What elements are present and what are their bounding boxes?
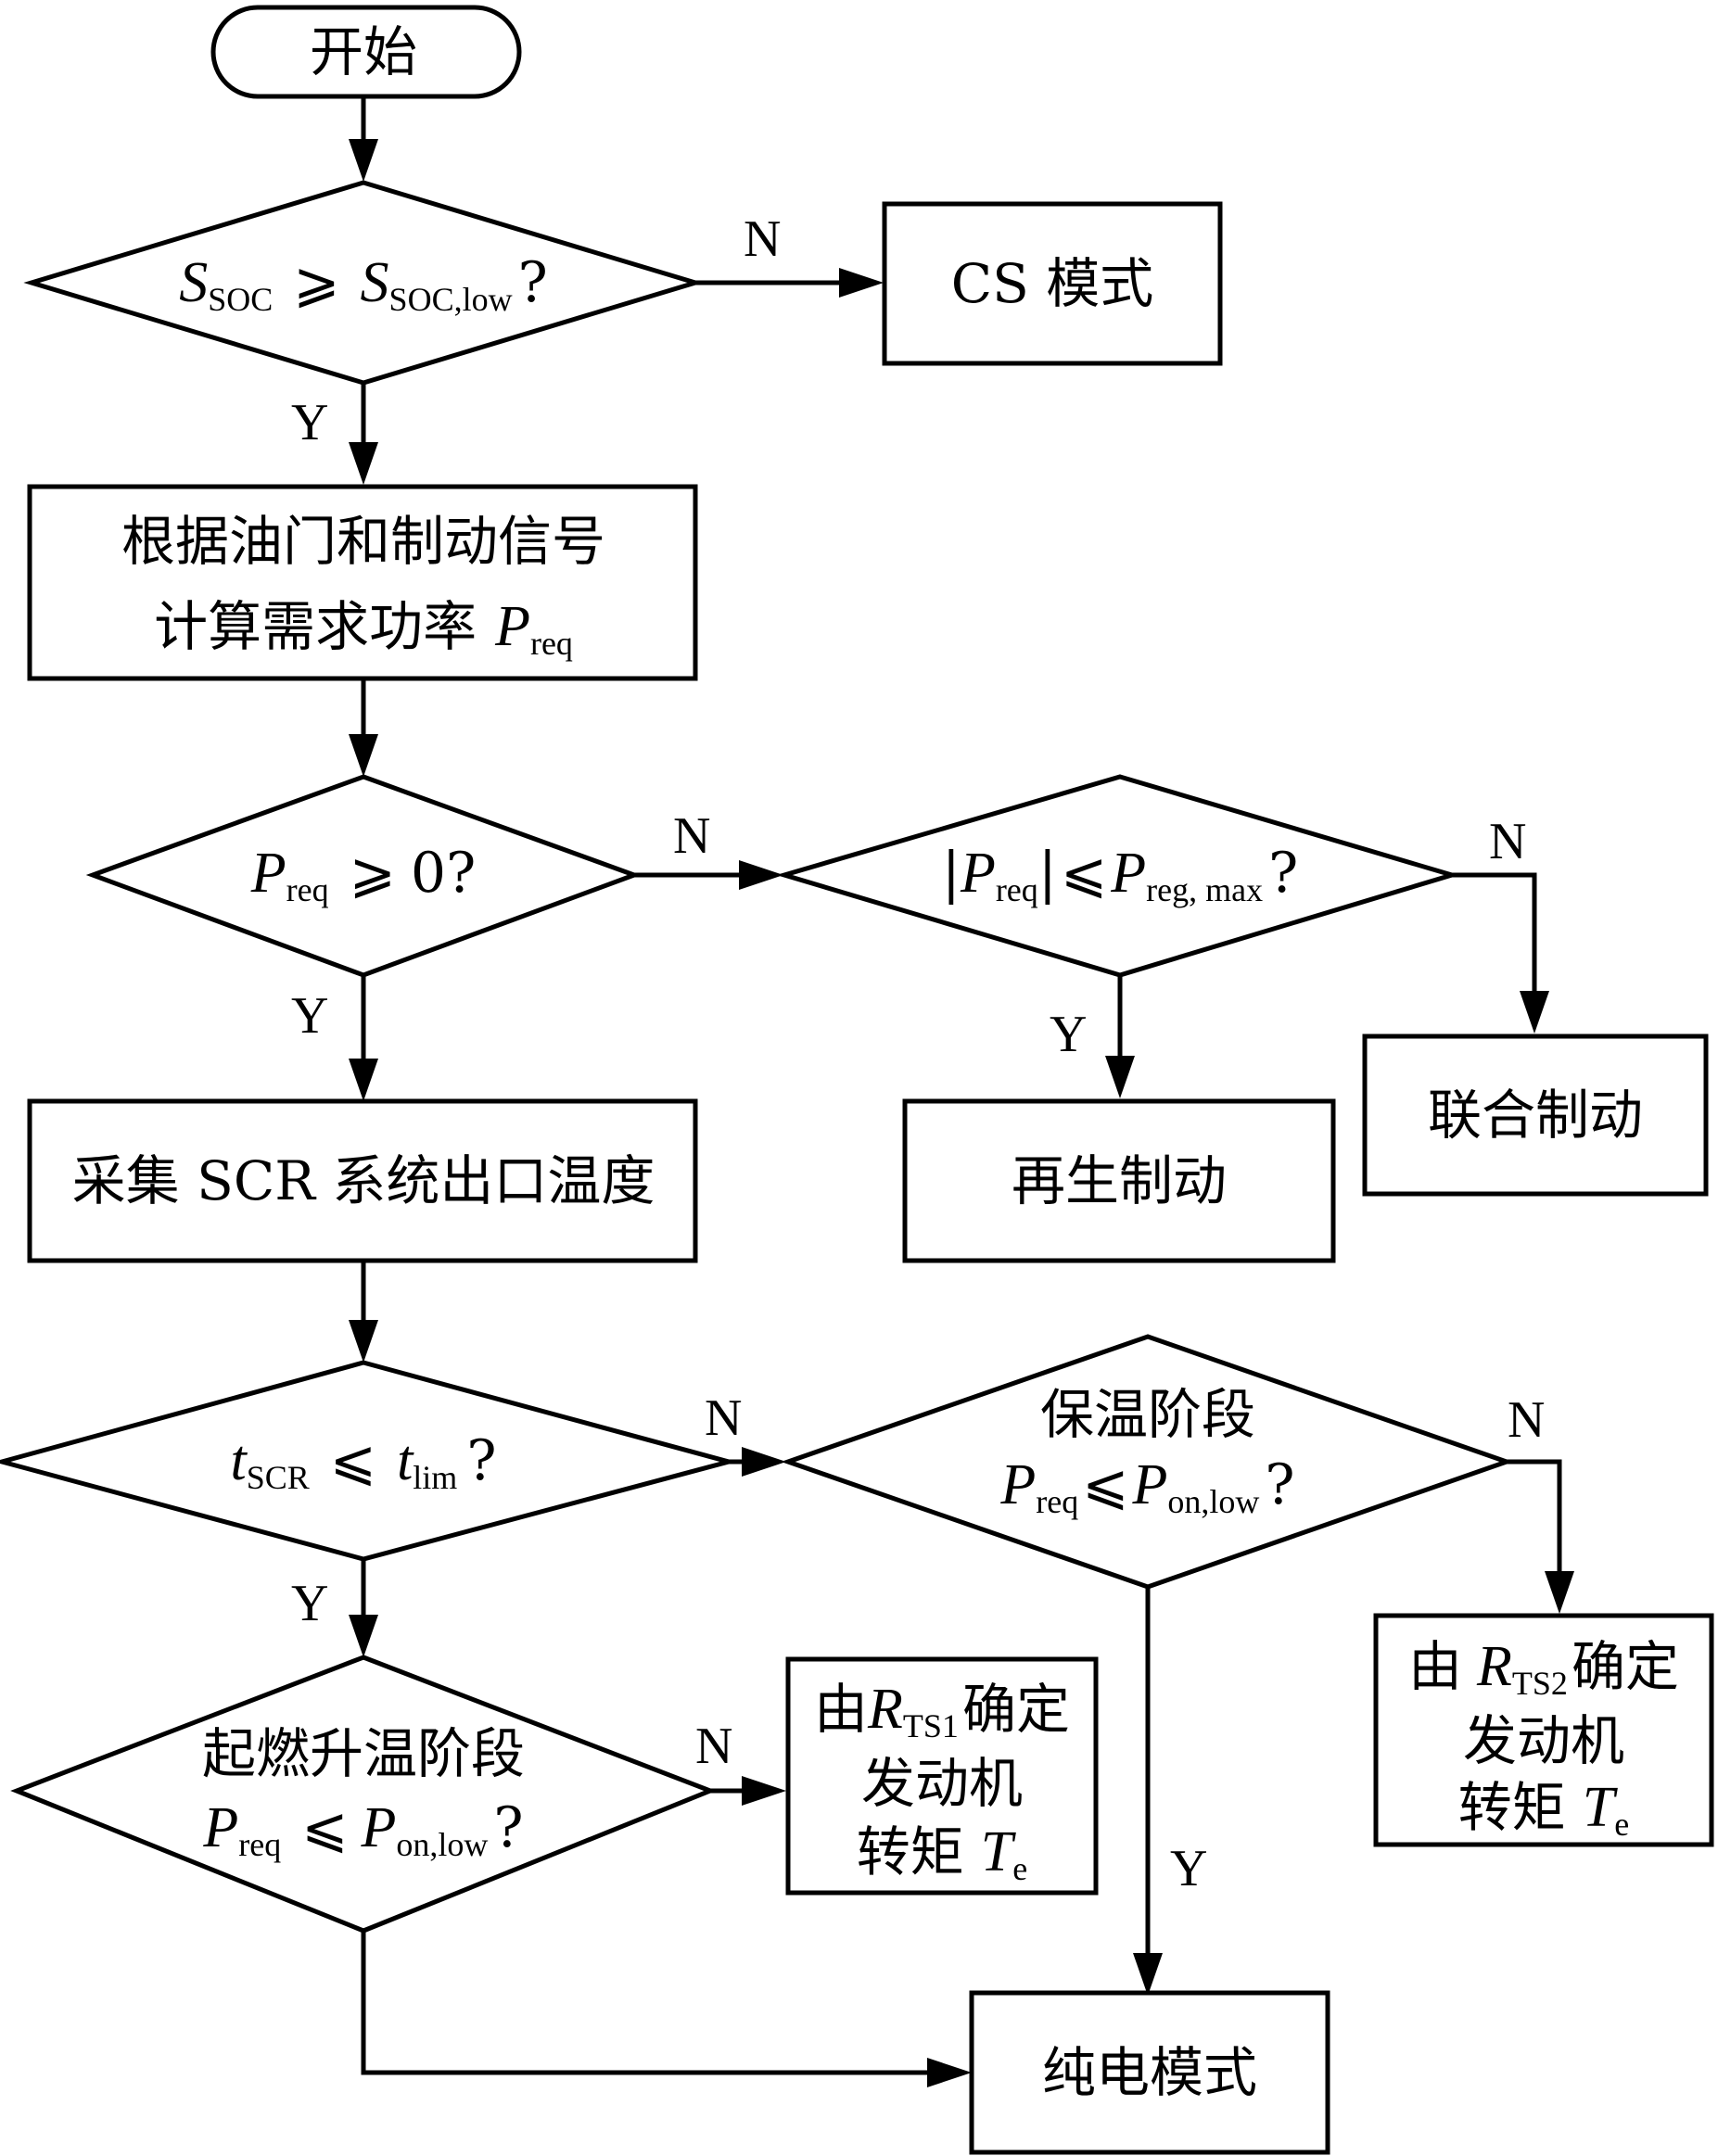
ignite-decision: 起燃升温阶段 Preq⩽Pon,low? [10,1655,717,1934]
ignite-condition: Preq⩽Pon,low? [202,1795,523,1863]
calc-power-line1: 根据油门和制动信号 [121,510,605,573]
ev-mode-label: 纯电模式 [1042,2041,1257,2104]
label-no-regen: N [1489,813,1526,870]
start-node: 开始 [210,5,522,99]
soc-condition: SSOC⩾SSOC,low? [179,250,548,318]
warm-title: 保温阶段 [1040,1383,1255,1446]
arrowhead-icon [349,139,378,182]
preq-condition: Preq⩾0? [250,841,476,908]
arrowhead-icon [839,268,884,298]
collect-temp-label: 采集 SCR 系统出口温度 [72,1149,655,1212]
label-no-ignite: N [695,1718,732,1775]
start-label: 开始 [310,20,417,83]
label-yes-preq: Y [291,987,328,1045]
label-no-warm: N [1508,1391,1545,1449]
temp-decision: tSCR⩽tlim? [0,1360,738,1562]
cs-mode-node: CS 模式 [882,201,1223,366]
arrowhead-icon [1545,1571,1574,1614]
combined-brake-label: 联合制动 [1428,1084,1643,1147]
edge-regen-combined [1452,872,1537,1003]
label-yes-warm: Y [1170,1840,1207,1897]
arrowhead-icon [742,1447,786,1477]
arrowhead-icon [349,1320,378,1363]
label-yes-temp: Y [291,1575,328,1632]
label-no-temp: N [705,1389,742,1447]
arrowhead-icon [1520,991,1549,1034]
rts1-line2: 发动机 [861,1752,1023,1815]
arrowhead-icon [349,734,378,777]
regen-condition: |Preq|⩽Preg, max? [942,841,1299,908]
arrowhead-icon [1105,1056,1135,1098]
label-no-soc: N [744,210,781,268]
rts2-line2: 发动机 [1463,1709,1624,1772]
soc-decision: SSOC⩾SSOC,low? [23,180,704,386]
connectors [349,93,1574,2087]
warm-decision: 保温阶段 Preq⩽Pon,low? [781,1334,1514,1590]
rts1-line1: 由RTS1确定 [814,1678,1070,1744]
arrowhead-icon [742,1776,786,1806]
arrowhead-icon [349,1615,378,1657]
label-yes-soc: Y [291,394,328,451]
edge-labels: N Y N N Y Y N N Y N Y [291,210,1545,1897]
label-yes-regen: Y [1050,1006,1087,1063]
regen-brake-node: 再生制动 [902,1098,1336,1263]
arrowhead-icon [927,2058,972,2087]
temp-condition: tSCR⩽tlim? [231,1428,497,1496]
preq-decision: Preq⩾0? [85,774,642,978]
arrowhead-icon [349,1059,378,1101]
arrowhead-icon [349,442,378,485]
edge-ignite-ev [361,1931,941,2075]
collect-temp-node: 采集 SCR 系统出口温度 [27,1098,698,1263]
combined-brake-node: 联合制动 [1362,1034,1709,1197]
edge-warm-rts2 [1507,1459,1562,1583]
arrowhead-icon [739,860,783,890]
arrowhead-icon [1133,1953,1163,1996]
cs-mode-label: CS 模式 [951,252,1154,315]
regen-decision: |Preq|⩽Preg, max? [776,774,1460,978]
regen-brake-label: 再生制动 [1012,1149,1227,1212]
ignite-title: 起燃升温阶段 [202,1722,525,1785]
label-no-preq: N [673,807,710,865]
warm-condition: Preq⩽Pon,low? [999,1452,1294,1520]
ev-mode-node: 纯电模式 [969,1990,1330,2155]
